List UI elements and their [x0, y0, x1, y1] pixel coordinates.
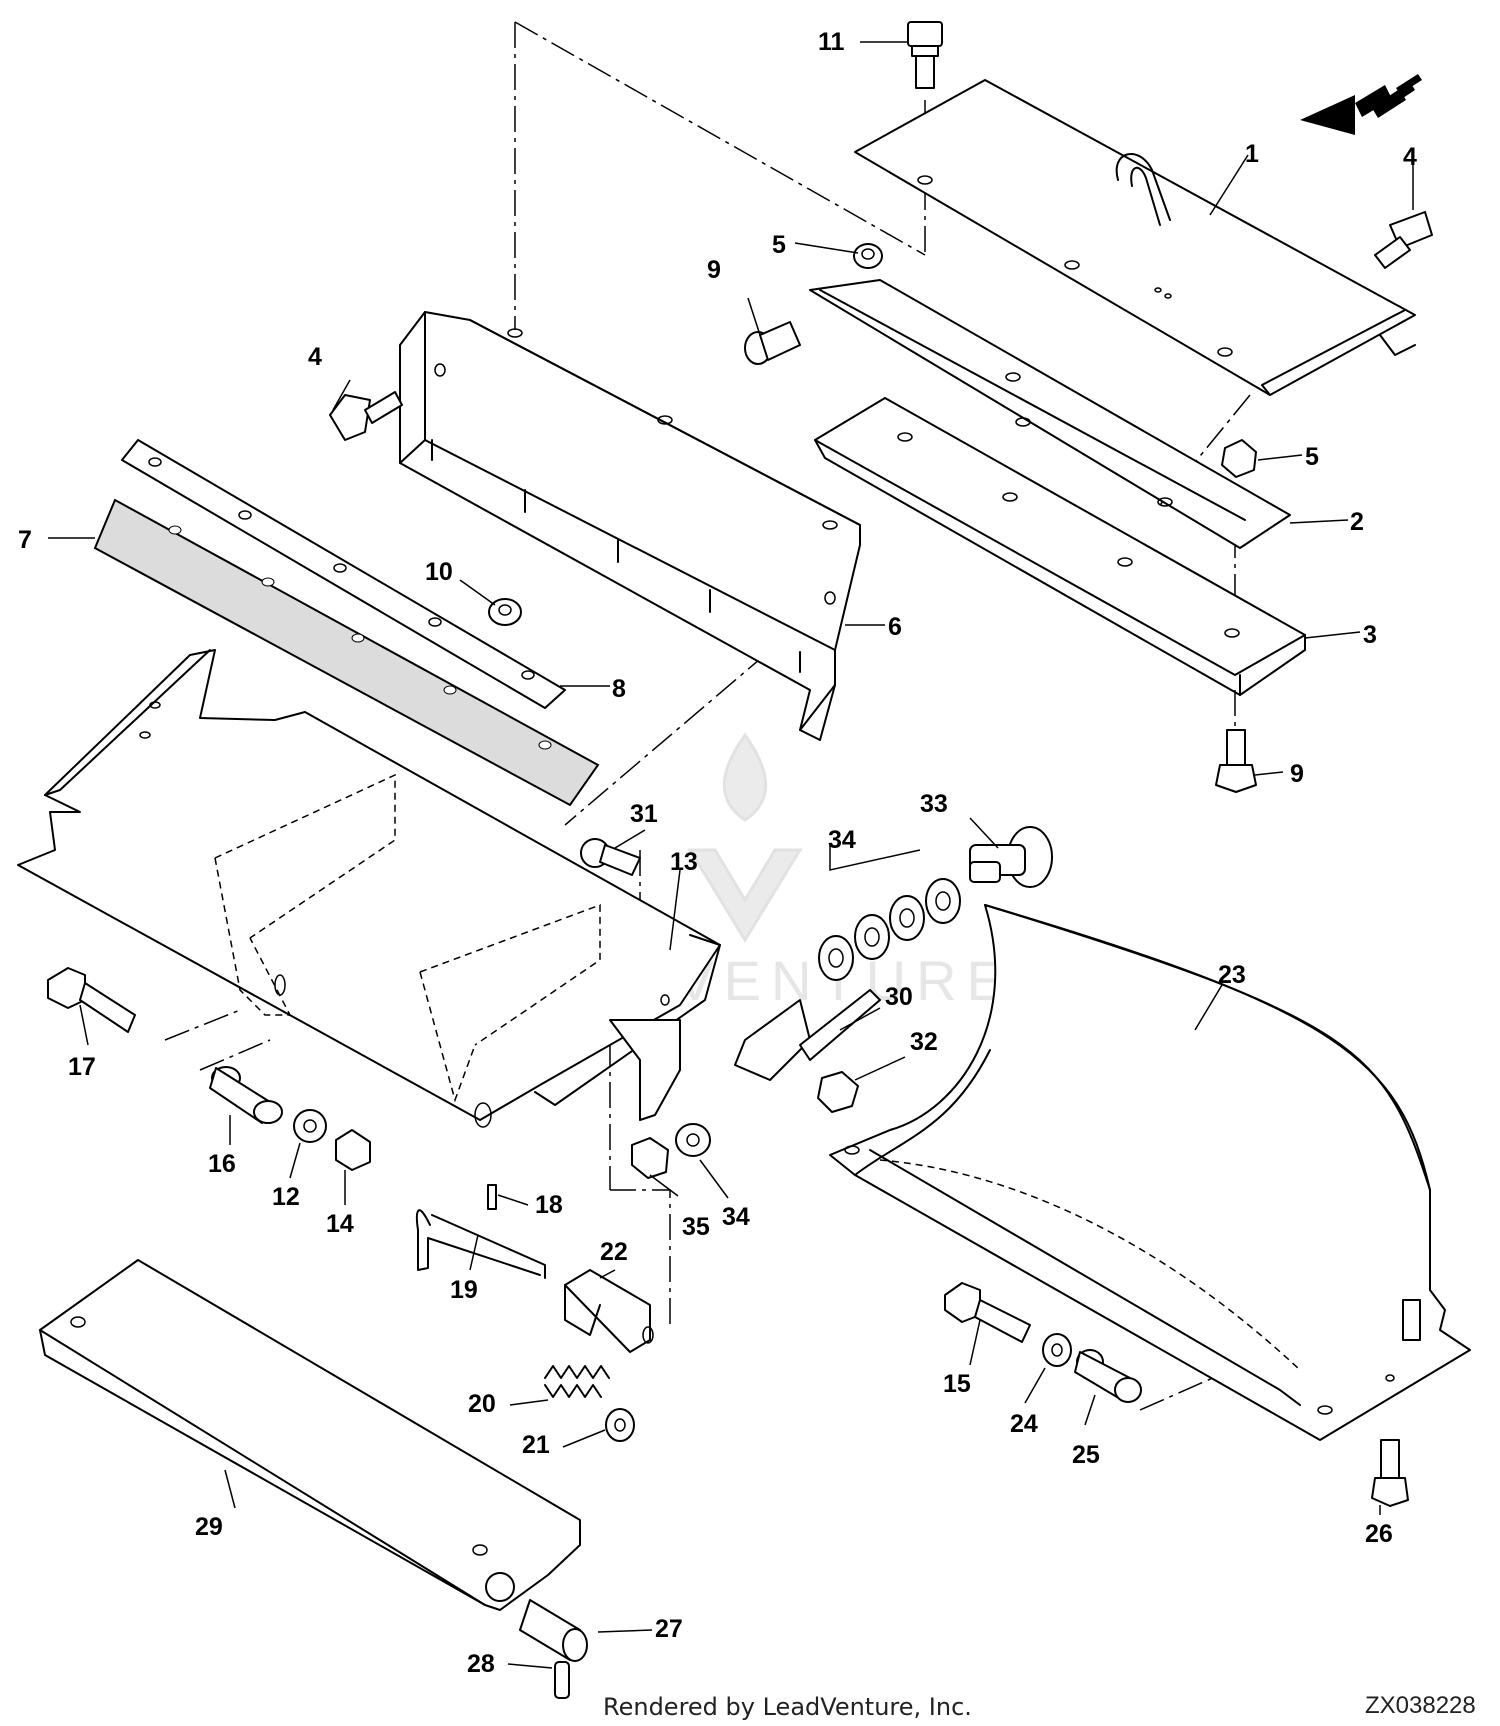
callout-9-top: 9	[707, 256, 721, 284]
hardware-pin-18	[487, 1184, 497, 1210]
hardware-spring-20	[544, 1365, 610, 1398]
callout-34-top: 34	[828, 826, 856, 854]
callout-5-top: 5	[772, 231, 786, 259]
hardware-bolt-11	[907, 21, 943, 89]
callout-18: 18	[535, 1191, 563, 1219]
hardware-nut-5-top	[853, 243, 883, 269]
part-1-top-cover	[854, 79, 1416, 396]
part-7-pad	[93, 498, 600, 807]
hardware-bracket-22	[564, 1269, 654, 1353]
callout-15: 15	[943, 1370, 971, 1398]
hardware-nut-32	[817, 1071, 859, 1113]
hardware-pin-28	[554, 1661, 570, 1699]
hardware-washer-34-lower	[675, 1123, 711, 1157]
callout-11: 11	[818, 28, 845, 56]
hardware-bolt-26	[1371, 1439, 1409, 1507]
callout-7: 7	[18, 526, 32, 554]
direction-arrow-icon	[1300, 74, 1422, 135]
hardware-pin-27	[485, 1572, 588, 1662]
hardware-nut-10	[488, 598, 522, 626]
part-3-lower-bracket	[814, 397, 1306, 696]
callout-2: 2	[1350, 508, 1364, 536]
callout-leaders	[48, 41, 1414, 1669]
callout-labels: 1 2 3 4 4 5 5 6 7 8 9 9 10 11 12 13 14 1…	[18, 28, 1417, 1678]
callout-10: 10	[425, 558, 453, 586]
callout-21: 21	[522, 1431, 550, 1459]
callout-25: 25	[1072, 1441, 1100, 1469]
hardware-bolt-17	[47, 967, 136, 1033]
hardware-bolt-4-right	[1374, 211, 1433, 269]
hardware-nut-35	[631, 1137, 669, 1179]
hardware-nut-5-right	[1221, 439, 1257, 478]
callout-13: 13	[670, 848, 698, 876]
callout-9-bottom: 9	[1290, 760, 1304, 788]
hardware-lever-19	[415, 1209, 546, 1279]
callout-6: 6	[888, 613, 902, 641]
hardware-knob-33	[969, 826, 1053, 888]
hardware-washer-21	[605, 1408, 635, 1442]
callout-31: 31	[630, 800, 658, 828]
callout-27: 27	[655, 1615, 683, 1643]
callout-19: 19	[450, 1276, 478, 1304]
callout-8: 8	[612, 675, 626, 703]
callout-17: 17	[68, 1053, 96, 1081]
hardware-spacer-16	[209, 1066, 283, 1124]
part-2-rod-bracket	[809, 279, 1291, 549]
hardware-washer-12	[293, 1109, 327, 1143]
hardware-spacer-25	[1074, 1349, 1142, 1403]
part-23-curved-tray	[829, 904, 1471, 1441]
hardware-bolt-9-bottom	[1215, 729, 1257, 793]
hardware-nut-14	[335, 1129, 371, 1171]
callout-3: 3	[1363, 621, 1377, 649]
callout-22: 22	[600, 1238, 628, 1266]
callout-16: 16	[208, 1150, 236, 1178]
part-13-chute-housing	[17, 649, 721, 1128]
hardware-washers-34	[818, 878, 961, 981]
figure-id: ZX038228	[1365, 1692, 1476, 1719]
part-8-strip	[121, 439, 566, 709]
hardware-latch-30	[734, 989, 881, 1081]
callout-28: 28	[467, 1650, 495, 1678]
callout-5-right: 5	[1305, 443, 1319, 471]
callout-1: 1	[1245, 140, 1259, 168]
credit-text: Rendered by LeadVenture, Inc.	[603, 1693, 972, 1721]
hardware-bolt-15	[944, 1282, 1031, 1343]
callout-20: 20	[468, 1390, 496, 1418]
callout-29: 29	[195, 1513, 223, 1541]
hardware-washer-24	[1042, 1333, 1072, 1367]
callout-32: 32	[910, 1028, 938, 1056]
hardware-bolt-31	[580, 838, 641, 876]
callout-24: 24	[1010, 1410, 1038, 1438]
part-6-channel-frame	[399, 311, 861, 741]
callout-14: 14	[326, 1210, 354, 1238]
callout-26: 26	[1365, 1520, 1393, 1548]
hardware-carriage-bolt-9-top	[744, 321, 801, 365]
callout-34-bottom: 34	[722, 1203, 750, 1231]
callout-12: 12	[272, 1183, 300, 1211]
callout-23: 23	[1218, 961, 1246, 989]
callout-4-right: 4	[1403, 143, 1417, 171]
callout-35: 35	[682, 1213, 710, 1241]
watermark-logo	[687, 732, 803, 943]
callout-30: 30	[885, 983, 913, 1011]
part-29-bottom-plate	[39, 1259, 581, 1611]
callout-4-left: 4	[308, 343, 322, 371]
hardware-bolt-4-left	[329, 391, 403, 441]
callout-33: 33	[920, 790, 948, 818]
